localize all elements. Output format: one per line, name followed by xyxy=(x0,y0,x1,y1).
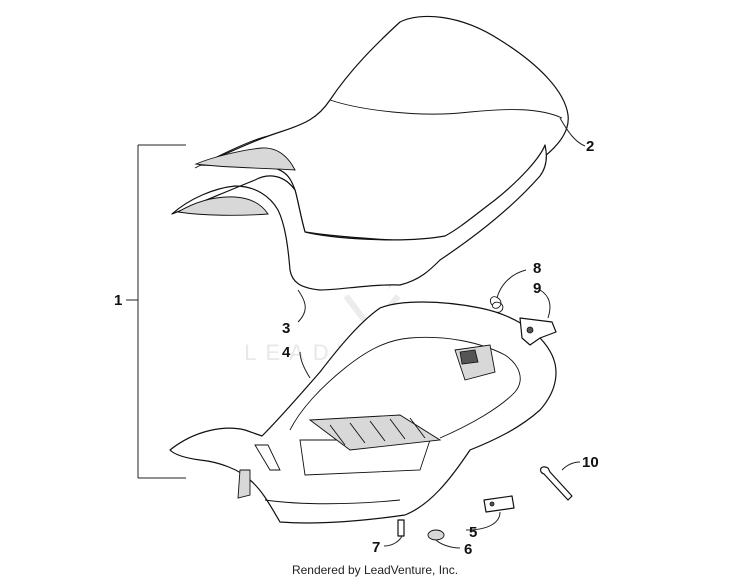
latch-spring-part xyxy=(489,296,504,313)
callout-5: 5 xyxy=(469,524,477,541)
callout-10: 10 xyxy=(582,454,599,471)
callout-8: 8 xyxy=(533,260,541,277)
pin-part xyxy=(397,519,405,537)
callout-4: 4 xyxy=(282,344,291,361)
callout-6: 6 xyxy=(464,541,472,558)
callout-3: 3 xyxy=(282,320,290,337)
hook-clip-part xyxy=(539,466,573,501)
callout-9: 9 xyxy=(533,280,541,297)
seat-foam-part xyxy=(171,144,547,291)
bracket-plate-part xyxy=(483,495,515,513)
seat-base-part xyxy=(169,301,557,524)
footer-credit: Rendered by LeadVenture, Inc. xyxy=(291,563,459,577)
latch-bracket-part xyxy=(519,317,557,346)
bumper-part xyxy=(427,529,445,541)
callout-2: 2 xyxy=(586,138,594,155)
callout-labels: 1 2 3 4 5 6 7 8 9 10 xyxy=(114,138,599,558)
callout-1: 1 xyxy=(114,292,122,309)
callout-7: 7 xyxy=(372,539,380,556)
leader-lines xyxy=(126,117,586,549)
